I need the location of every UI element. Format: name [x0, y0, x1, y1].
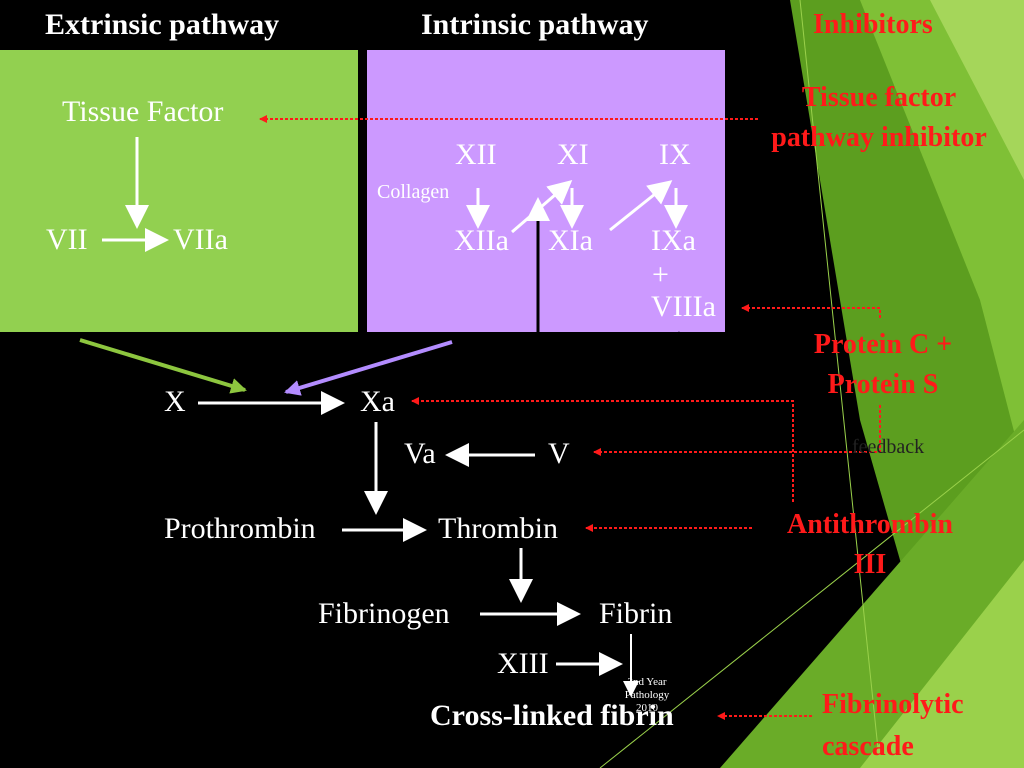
protein-c-line-1: Protein C +: [813, 329, 953, 360]
factor-viia-label: VIIa: [173, 223, 228, 256]
crosslinked-fibrin-label: Cross-linked fibrin: [430, 699, 674, 732]
tfpi-line-2: pathway inhibitor: [771, 122, 987, 153]
factor-xia-label: XIa: [548, 224, 593, 257]
factor-x-label: X: [164, 385, 186, 418]
factor-v-label: V: [548, 437, 570, 470]
factor-va-label: Va: [404, 437, 436, 470]
fibrin-label: Fibrin: [599, 597, 673, 630]
factor-xiii-label: XIII: [497, 647, 549, 680]
antithrombin-label: Antithrombin III: [760, 505, 980, 585]
factor-xa-label: Xa: [360, 385, 395, 418]
inhibit-protein-c-to-viiia: [741, 304, 881, 318]
factor-viiia-label: VIIIa: [651, 290, 716, 323]
tfpi-label: Tissue factor pathway inhibitor: [740, 78, 1018, 158]
inhibitors-header: Inhibitors: [813, 9, 933, 40]
fibrinolytic-label: Fibrinolytic cascade: [822, 684, 964, 768]
factor-ix-label: IX: [659, 138, 691, 171]
antithrombin-line-2: III: [853, 549, 887, 580]
purple-arrow-to-x: [284, 340, 453, 396]
prothrombin-label: Prothrombin: [164, 512, 316, 545]
slide-footer: 2nd Year Pathology 2010: [612, 676, 682, 715]
factor-xii-label: XII: [455, 138, 497, 171]
intrinsic-header: Intrinsic pathway: [421, 8, 649, 41]
extrinsic-box: [0, 50, 358, 332]
fibrinolytic-line-2: cascade: [822, 731, 914, 762]
factor-vii-label: VII: [46, 223, 88, 256]
factor-xiia-label: XIIa: [454, 224, 509, 257]
factor-ixa-label: IXa: [651, 224, 696, 257]
protein-c-line-2: Protein S: [827, 369, 939, 400]
tfpi-line-1: Tissue factor: [801, 82, 957, 113]
inhibit-antithrombin-to-xa: [411, 397, 794, 502]
footer-line-1: 2nd Year: [627, 676, 667, 688]
collagen-label: Collagen: [377, 181, 450, 203]
inhibit-protein-c-to-v: [593, 405, 881, 456]
fibrinogen-label: Fibrinogen: [318, 597, 450, 630]
plus-label: +: [652, 258, 669, 291]
footer-line-3: 2010: [636, 702, 658, 714]
green-arrow-to-x: [79, 338, 247, 394]
feedback-label: feedback: [852, 436, 925, 458]
antithrombin-line-1: Antithrombin: [787, 509, 953, 540]
fibrinolytic-line-1: Fibrinolytic: [822, 689, 964, 720]
arrow-xia-activates-ix: [609, 180, 673, 232]
protein-c-s-label: Protein C + Protein S: [783, 325, 983, 405]
thrombin-label: Thrombin: [438, 512, 558, 545]
tissue-factor-label: Tissue Factor: [62, 95, 224, 128]
factor-xi-label: XI: [557, 138, 589, 171]
extrinsic-header: Extrinsic pathway: [45, 8, 280, 41]
footer-line-2: Pathology: [624, 689, 670, 701]
feedback-stub: [674, 331, 682, 343]
